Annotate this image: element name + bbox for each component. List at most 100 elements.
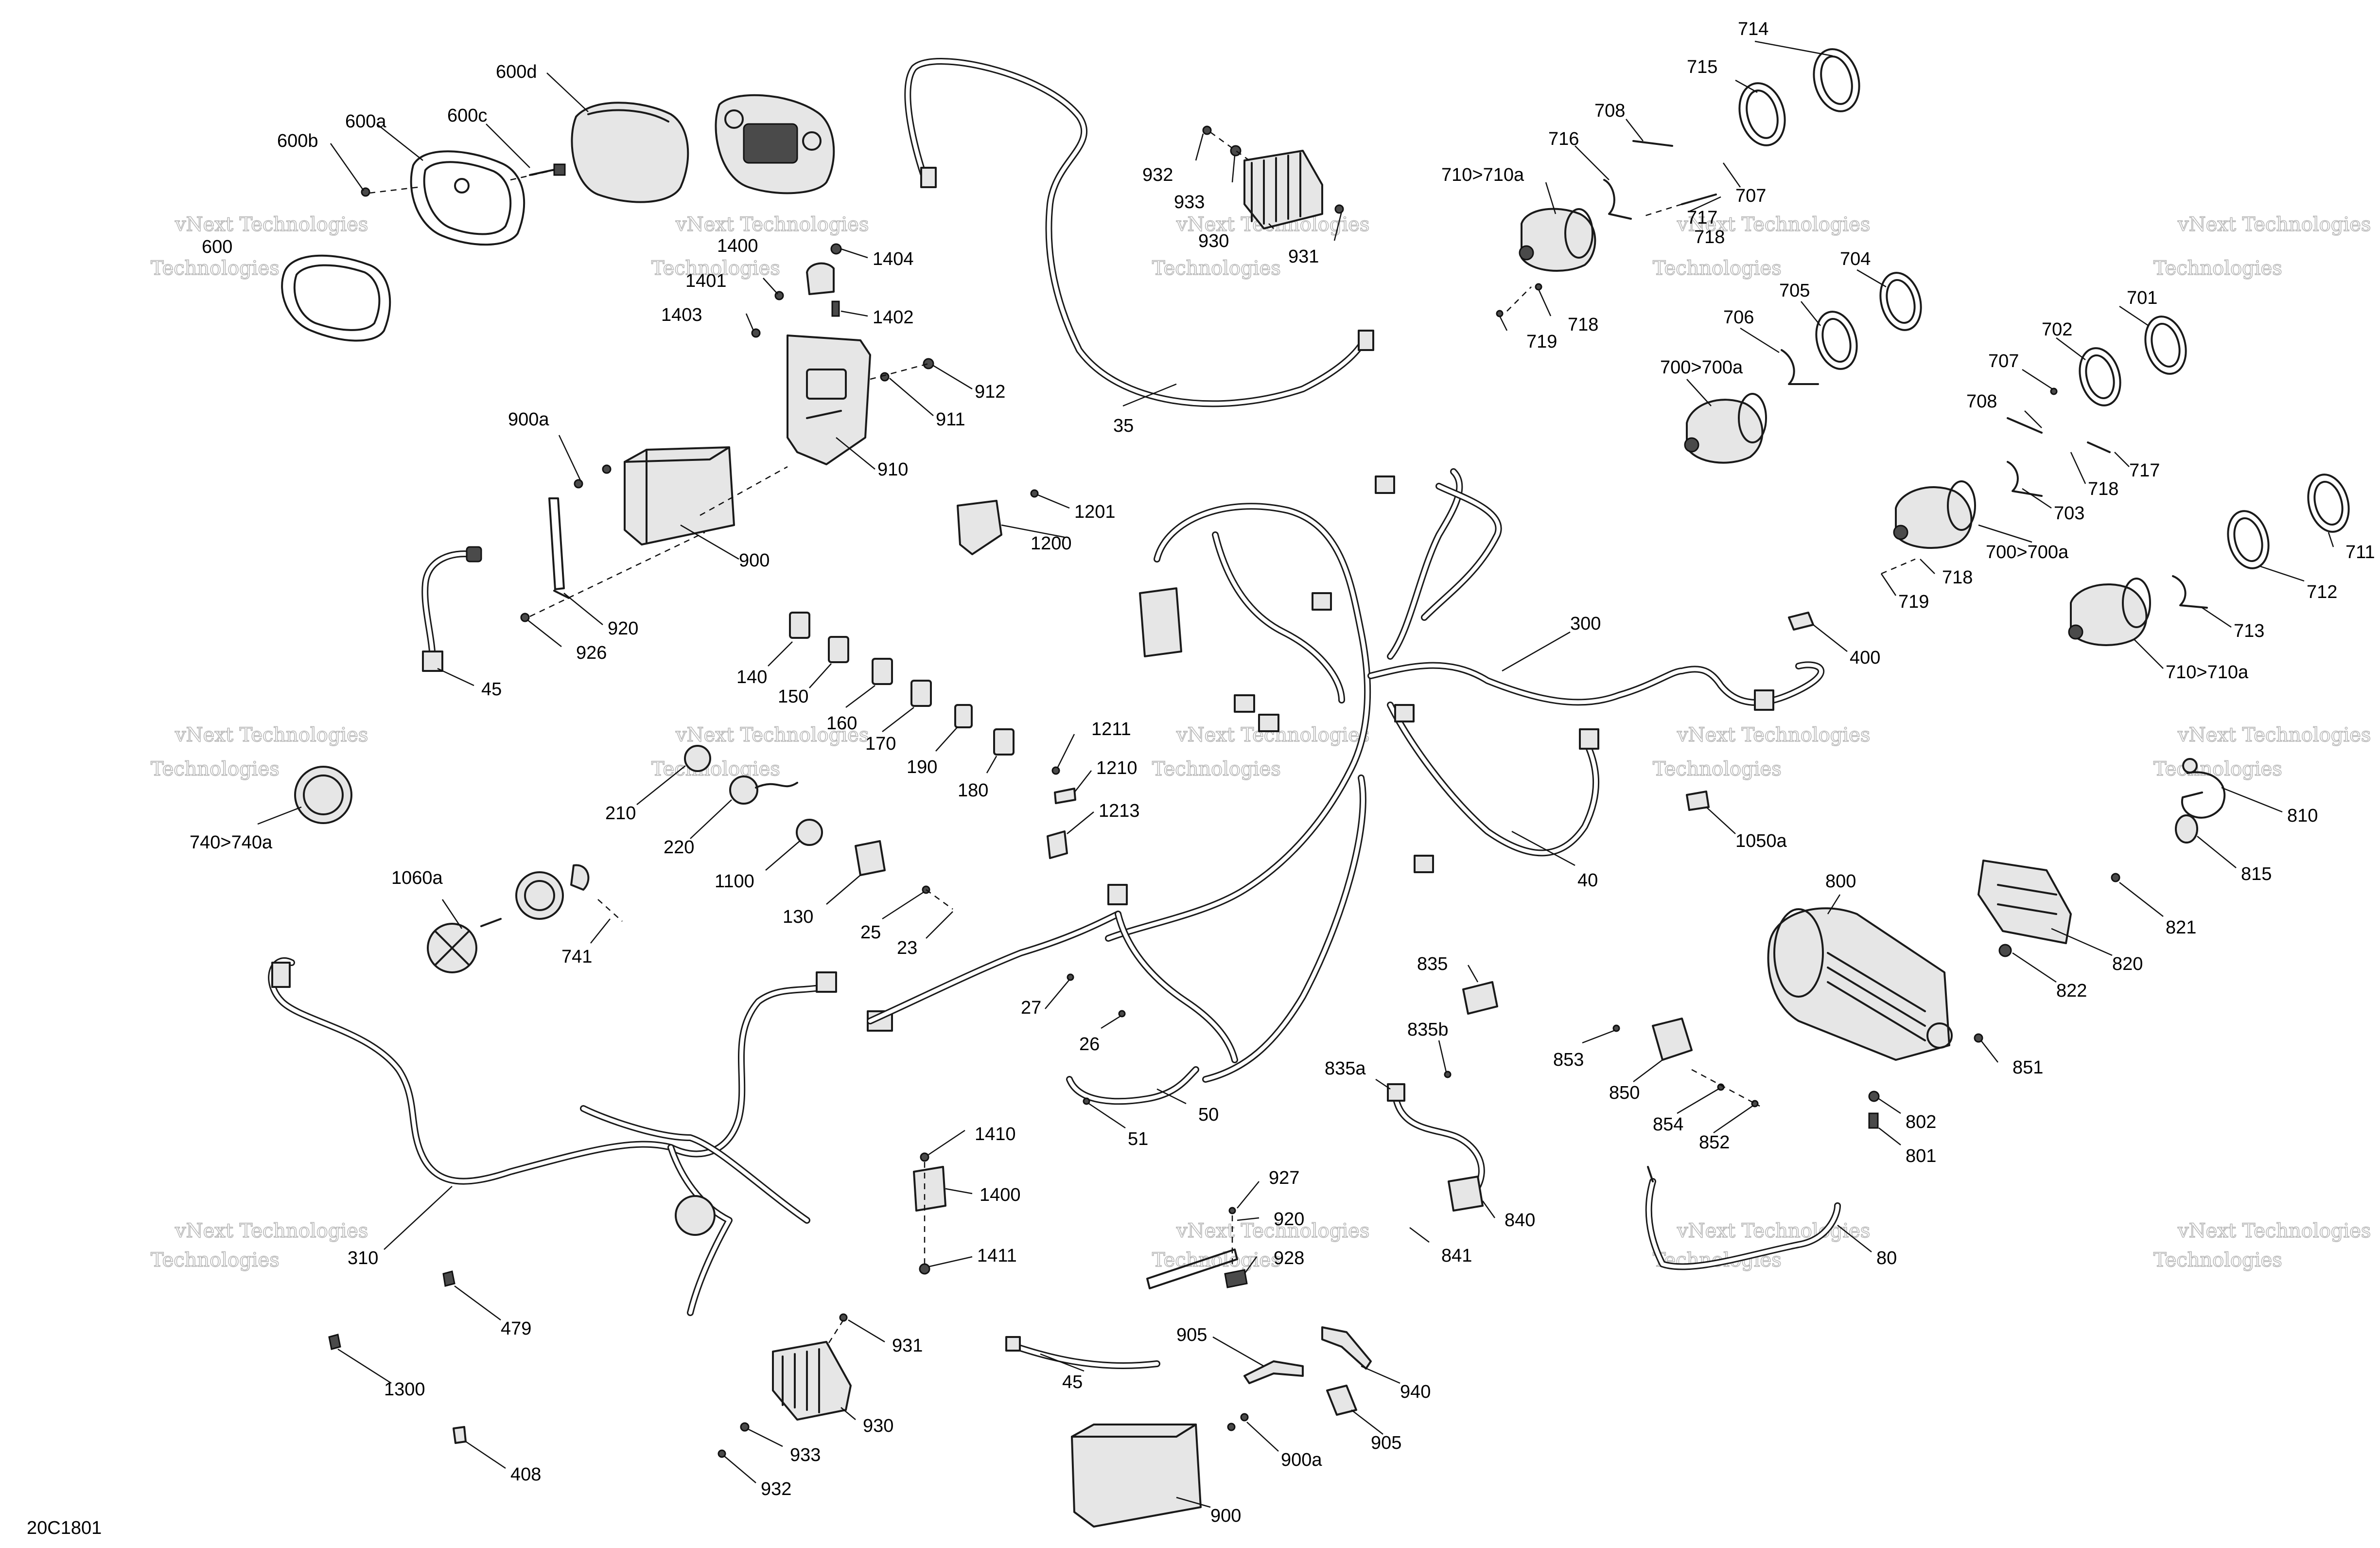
leader-line — [1740, 327, 1780, 353]
part-label: 835 — [1417, 954, 1448, 974]
ring-shape — [1738, 82, 1786, 146]
assembly-line — [825, 1319, 844, 1347]
harness-shape — [1387, 702, 1600, 857]
part-label: 815 — [2241, 864, 2272, 884]
pin-shape — [1632, 140, 1673, 147]
leader-line — [563, 593, 603, 625]
screw-shape — [1444, 1071, 1452, 1078]
watermark-line: Technologies — [2153, 257, 2282, 280]
leader-line — [1351, 1409, 1383, 1435]
fairlead-shape — [1978, 860, 2072, 944]
harness-35 — [904, 58, 1374, 407]
harness-shape — [1202, 774, 1366, 1083]
watermark: vNext Technologies Technologies — [150, 213, 368, 280]
leader-line — [257, 806, 302, 825]
motor-connector-shape — [2068, 624, 2083, 640]
sensor-parts — [1387, 981, 1498, 1212]
strap-shape — [548, 497, 565, 590]
assembly-line — [926, 889, 953, 910]
part-label: 841 — [1441, 1246, 1472, 1266]
harness-inner-shape — [1422, 484, 1501, 619]
bolt-shape — [1868, 1112, 1879, 1129]
part-label: 852 — [1699, 1132, 1730, 1153]
screw-shape — [1083, 1097, 1090, 1105]
leader-line — [1067, 811, 1094, 834]
part-label: 927 — [1269, 1168, 1299, 1188]
leader-line — [840, 310, 868, 317]
part-label: 741 — [561, 947, 592, 967]
leader-line — [1626, 119, 1644, 141]
part-label: 600c — [447, 106, 487, 126]
cable-terminal-shape — [422, 651, 443, 672]
leader-line — [748, 1428, 783, 1447]
leader-line — [441, 899, 463, 929]
leader-line — [376, 123, 423, 161]
gauge-dial-shape — [724, 109, 744, 129]
watermark: vNext Technologies Technologies — [1652, 213, 1871, 280]
gauge-cluster-parts — [281, 94, 835, 342]
cable-terminal-shape — [1005, 1336, 1021, 1352]
watermark: vNext Technologies Technologies — [651, 723, 869, 781]
leader-line — [1713, 1105, 1753, 1134]
motor-connector-shape — [1893, 525, 1908, 540]
leader-line — [1754, 40, 1833, 57]
part-label: 900 — [739, 550, 770, 571]
part-label: 850 — [1609, 1083, 1640, 1103]
hook-shape — [2181, 771, 2226, 819]
leader-line — [826, 875, 861, 905]
motor-connector-shape — [1519, 245, 1534, 261]
watermark: vNext Technologies Technologies — [2153, 213, 2371, 280]
motor-shape — [1895, 486, 1973, 549]
part-label: 717 — [1687, 208, 1717, 228]
screw-shape — [1751, 1100, 1759, 1108]
bracket-cutout-shape — [806, 369, 847, 400]
regulator-fins-shape — [1251, 152, 1301, 225]
holder-shape — [1462, 981, 1498, 1015]
assembly-line — [1210, 131, 1250, 161]
part-label: 1210 — [1096, 758, 1138, 778]
leader-line — [1156, 1088, 1187, 1105]
leader-line — [1722, 162, 1741, 188]
part-label: 905 — [1176, 1325, 1207, 1345]
watermark-line: Technologies — [651, 758, 780, 780]
switch-shape — [910, 680, 932, 707]
leader-line — [889, 378, 934, 416]
cable-terminal-shape — [466, 546, 482, 563]
cap-shape — [570, 864, 590, 891]
leader-line — [1502, 631, 1571, 672]
leader-line — [2197, 836, 2237, 868]
connector-shape — [1107, 884, 1128, 905]
harness-shape — [1105, 503, 1371, 942]
part-label: 802 — [1906, 1112, 1936, 1132]
watermark: vNext Technologies Technologies — [651, 213, 869, 280]
part-label: 718 — [2088, 479, 2118, 499]
regulator-fins-shape — [782, 1348, 820, 1413]
part-label: 1403 — [661, 305, 702, 325]
screw-shape — [718, 1449, 726, 1458]
washer-shape — [740, 1422, 750, 1432]
watermark-line: vNext Technologies — [675, 213, 869, 236]
leader-line — [636, 765, 686, 805]
part-label: 820 — [2112, 954, 2143, 974]
watermark: vNext Technologies Technologies — [1152, 723, 1370, 781]
cable-terminal-shape — [1647, 1166, 1654, 1182]
nut-shape — [1998, 944, 2012, 957]
part-label: 708 — [1594, 101, 1625, 121]
leader-line — [680, 524, 739, 560]
watermark-line: Technologies — [1152, 1249, 1281, 1271]
leader-line — [1735, 79, 1758, 93]
watermark: vNext Technologies Technologies — [150, 1219, 368, 1272]
part-label: 920 — [608, 618, 638, 639]
switch-shape — [954, 704, 973, 728]
leader-line — [1801, 301, 1821, 326]
watermark-line: vNext Technologies — [1677, 724, 1870, 746]
screw-shape — [1228, 1207, 1236, 1214]
part-label: 932 — [1142, 165, 1173, 185]
leader-line — [986, 756, 998, 774]
leader-line — [809, 663, 832, 688]
assembly-line — [1881, 558, 1916, 575]
cable-inner-shape — [1646, 1179, 1839, 1269]
washer-shape — [880, 372, 890, 382]
fairlead-roller-shape — [1997, 884, 2057, 915]
